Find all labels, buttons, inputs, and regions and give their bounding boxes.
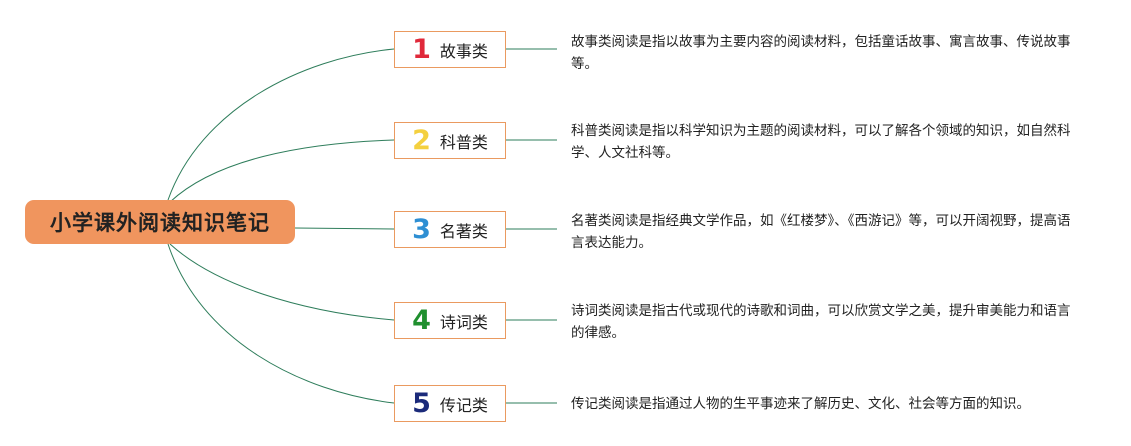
branch-topic-2[interactable]: 2 科普类 [394,122,506,159]
branch-label-5: 传记类 [439,395,488,415]
branch-number-5: 5 [412,388,431,419]
branch-number-3: 3 [412,214,431,245]
branch-topic-3[interactable]: 3 名著类 [394,211,506,248]
branch-description-2: 科普类阅读是指以科学知识为主题的阅读材料，可以了解各个领域的知识，如自然科学、人… [571,123,1071,161]
branch-number-1: 1 [412,34,431,65]
connector-root-to-branch-1 [167,48,395,201]
branch-topic-4[interactable]: 4 诗词类 [394,302,506,339]
connector-root-to-branch-2 [169,139,395,203]
branch-topic-5[interactable]: 5 传记类 [394,385,506,422]
branch-description-3: 名著类阅读是指经典文学作品，如《红楼梦》、《西游记》等，可以开阔视野，提高语言表… [571,213,1071,251]
branch-label-2: 科普类 [439,132,488,152]
branch-number-2: 2 [412,125,431,156]
branch-description-1: 故事类阅读是指以故事为主要内容的阅读材料，包括童话故事、寓言故事、传说故事等。 [571,34,1071,72]
branch-description-4: 诗词类阅读是指古代或现代的诗歌和词曲，可以欣赏文学之美，提升审美能力和语言的律感… [571,303,1071,341]
branch-description-5: 传记类阅读是指通过人物的生平事迹来了解历史、文化、社会等方面的知识。 [571,396,1030,412]
root-topic[interactable]: 小学课外阅读知识笔记 [25,200,295,244]
branch-label-4: 诗词类 [439,312,488,332]
connector-root-to-branch-5 [167,243,395,404]
connector-root-to-branch-4 [169,243,395,321]
branch-label-1: 故事类 [439,41,488,61]
branch-topic-1[interactable]: 1 故事类 [394,31,506,68]
branch-label-3: 名著类 [439,221,488,241]
branch-number-4: 4 [412,305,431,336]
connector-root-to-branch-3 [294,227,395,230]
root-topic-title: 小学课外阅读知识笔记 [50,211,270,235]
